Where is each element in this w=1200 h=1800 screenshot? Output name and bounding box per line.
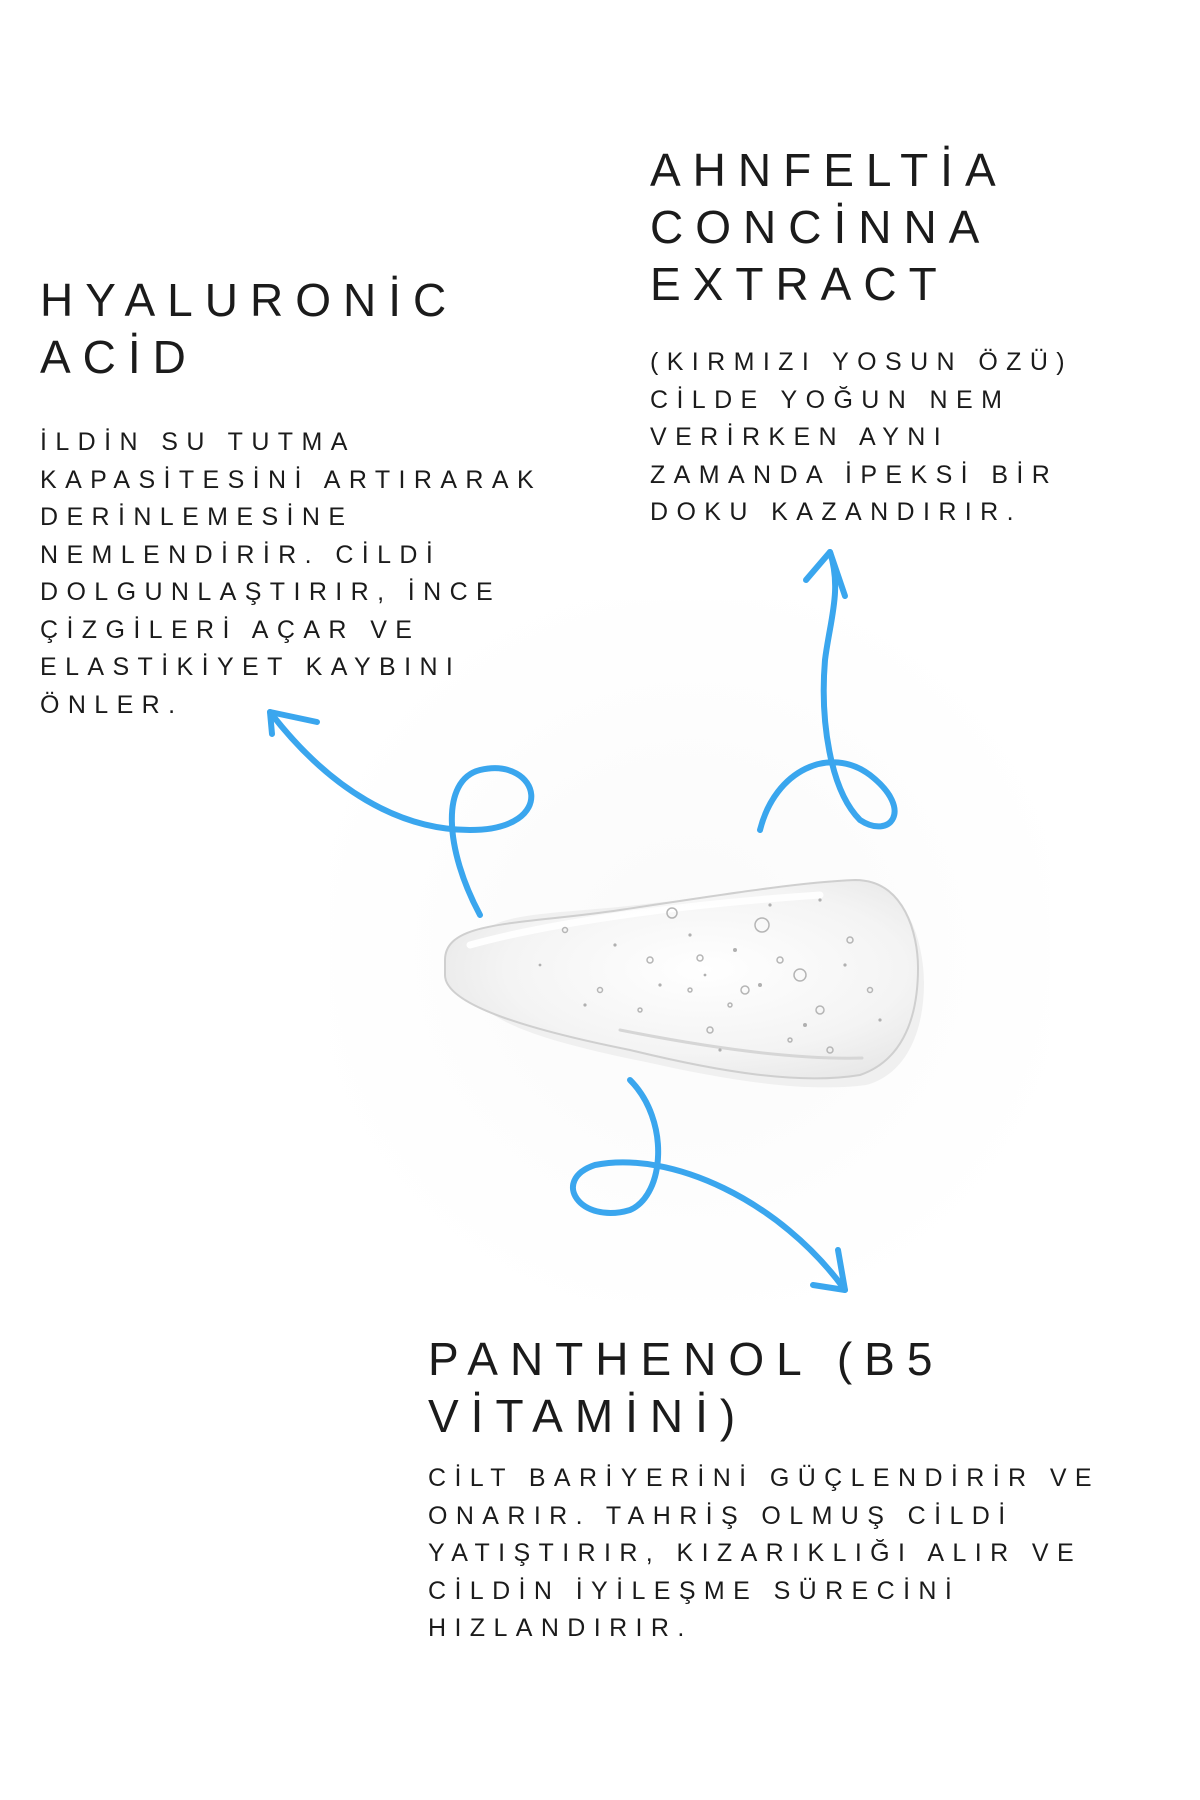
- description-line: ZAMANDA İPEKSİ BİR: [650, 460, 1059, 489]
- description-line: DOLGUNLAŞTIRIR, İNCE: [40, 578, 502, 606]
- panthenol-heading: PANTHENOL (B5 VİTAMİNİ): [428, 1331, 944, 1445]
- heading-line: ACİD: [40, 331, 198, 383]
- ahnfeltia-concinna-description: (KIRMIZI YOSUN ÖZÜ) CİLDE YOĞUN NEM VERİ…: [650, 344, 1073, 532]
- heading-line: PANTHENOL (B5: [428, 1333, 945, 1385]
- description-line: CİLDİN İYİLEŞME SÜRECİNİ: [428, 1576, 961, 1605]
- description-line: KAPASİTESİNİ ARTIRARAK: [40, 465, 543, 494]
- looped-arrow-icon: [267, 709, 535, 918]
- description-line: NEMLENDİRİR. CİLDİ: [40, 540, 442, 569]
- panthenol-description: CİLT BARİYERİNİ GÜÇLENDİRİR VE ONARIR. T…: [428, 1460, 1100, 1648]
- description-line: ONARIR. TAHRİŞ OLMUŞ CİLDİ: [428, 1501, 1014, 1530]
- description-line: CİLT BARİYERİNİ GÜÇLENDİRİR VE: [428, 1464, 1100, 1492]
- description-line: ELASTİKİYET KAYBINI: [40, 653, 462, 681]
- looped-arrow-icon: [570, 1077, 848, 1293]
- heading-line: CONCİNNA: [650, 201, 992, 253]
- heading-line: EXTRACT: [650, 258, 949, 310]
- description-line: DOKU KAZANDIRIR.: [650, 498, 1022, 526]
- description-line: HIZLANDIRIR.: [428, 1614, 693, 1642]
- description-line: YATIŞTIRIR, KIZARIKLIĞI ALIR VE: [428, 1539, 1083, 1567]
- heading-line: VİTAMİNİ): [428, 1390, 748, 1442]
- hyaluronic-acid-heading: HYALURONİC ACİD: [40, 272, 458, 386]
- description-line: İLDİN SU TUTMA: [40, 428, 356, 456]
- description-line: DERİNLEMESİNE: [40, 503, 354, 531]
- heading-line: HYALURONİC: [40, 274, 459, 326]
- description-line: CİLDE YOĞUN NEM: [650, 385, 1011, 414]
- ahnfeltia-concinna-heading: AHNFELTİA CONCİNNA EXTRACT: [650, 142, 1008, 313]
- gel-swatch-icon: [444, 878, 924, 1088]
- hyaluronic-acid-description: İLDİN SU TUTMA KAPASİTESİNİ ARTIRARAK DE…: [40, 424, 542, 724]
- description-line: ÇİZGİLERİ AÇAR VE: [40, 615, 421, 644]
- description-line: (KIRMIZI YOSUN ÖZÜ): [650, 348, 1074, 376]
- description-line: VERİRKEN AYNI: [650, 423, 950, 451]
- description-line: ÖNLER.: [40, 690, 184, 719]
- looped-arrow-icon: [757, 549, 898, 833]
- heading-line: AHNFELTİA: [650, 144, 1008, 196]
